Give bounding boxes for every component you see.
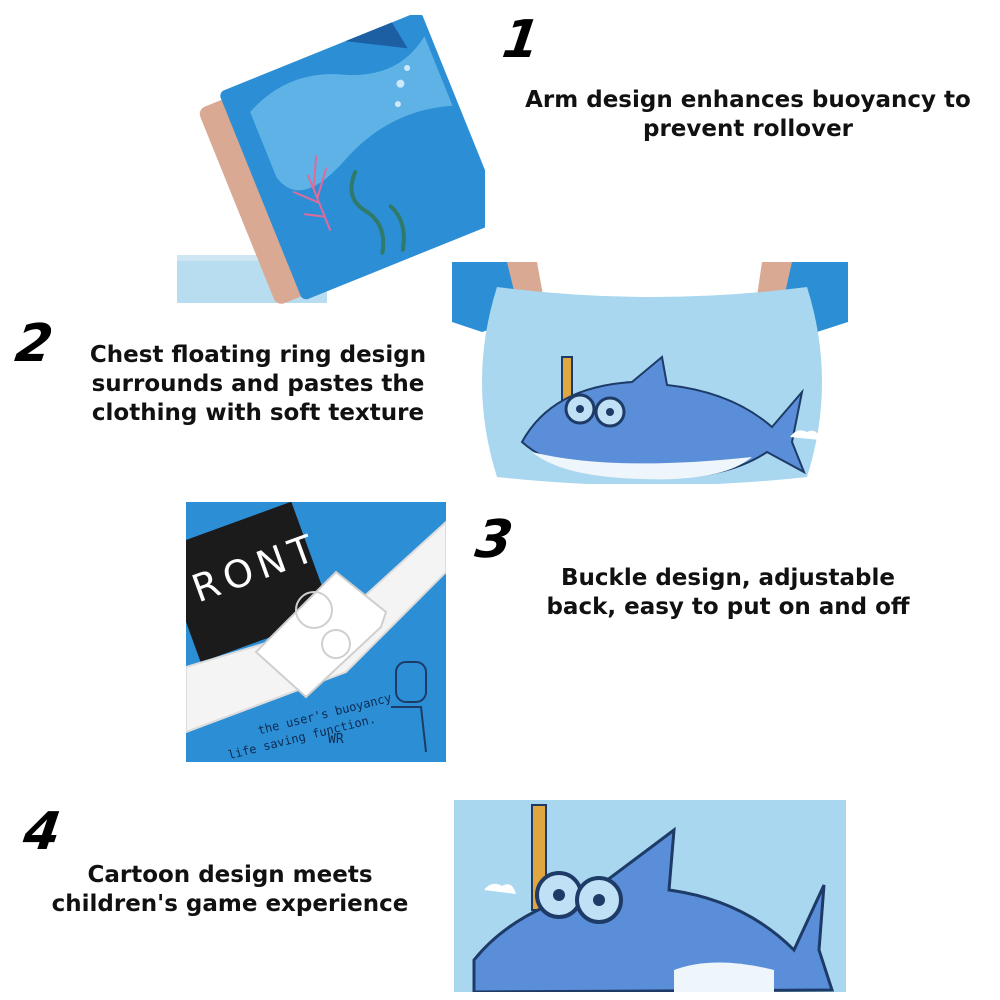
caption-line: surrounds and pastes the: [91, 371, 425, 397]
caption-line: prevent rollover: [642, 116, 854, 142]
arm-float-image: [175, 10, 485, 305]
buckle-image: RONT the user's buoyancy life saving fun…: [186, 502, 446, 762]
caption-line: Buckle design, adjustable: [561, 565, 895, 591]
caption-line: Cartoon design meets: [87, 862, 373, 888]
caption-line: back, easy to put on and off: [546, 594, 910, 620]
cartoon-shark-image: [454, 800, 846, 992]
caption-line: children's game experience: [51, 891, 409, 917]
caption-line: Chest floating ring design: [89, 342, 427, 368]
feature-caption-2: Chest floating ring design surrounds and…: [48, 341, 468, 428]
feature-caption-4: Cartoon design meets children's game exp…: [24, 861, 436, 919]
feature-caption-3: Buckle design, adjustable back, easy to …: [500, 564, 956, 622]
caption-line: clothing with soft texture: [91, 400, 425, 426]
print-mark: WR: [328, 732, 344, 747]
chest-float-image: [452, 262, 848, 484]
feature-number-4: 4: [19, 802, 65, 862]
feature-caption-1: Arm design enhances buoyancy to prevent …: [500, 86, 996, 144]
feature-number-1: 1: [498, 10, 544, 70]
feature-number-3: 3: [471, 510, 517, 570]
caption-line: Arm design enhances buoyancy to: [525, 87, 971, 113]
